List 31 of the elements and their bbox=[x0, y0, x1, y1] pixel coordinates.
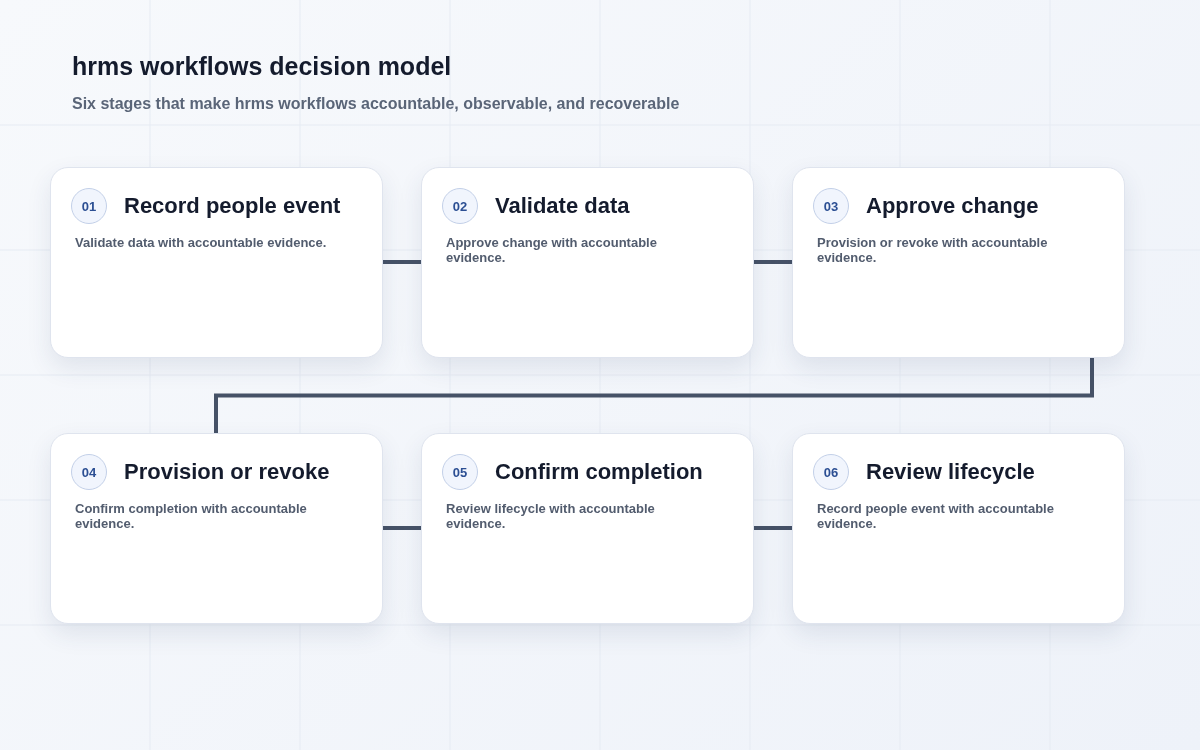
stage-description: Review lifecycle with accountable evidence. bbox=[446, 501, 656, 531]
stage-card bbox=[792, 167, 1125, 358]
step-number: 04 bbox=[71, 454, 107, 490]
stage-description: Approve change with accountable evidence. bbox=[446, 235, 658, 265]
connector-line bbox=[383, 260, 421, 264]
stage-description: Validate data with accountable evidence. bbox=[75, 235, 328, 250]
connector-line bbox=[754, 260, 792, 264]
stage-title: Review lifecycle bbox=[866, 459, 1035, 485]
step-number: 05 bbox=[442, 454, 478, 490]
connector-line bbox=[214, 358, 1094, 433]
stage-description: Confirm completion with accountable evidence. bbox=[75, 501, 308, 531]
stage-title: Provision or revoke bbox=[124, 459, 330, 485]
step-number: 02 bbox=[442, 188, 478, 224]
step-number: 01 bbox=[71, 188, 107, 224]
step-number: 06 bbox=[813, 454, 849, 490]
stage-title: Record people event bbox=[124, 193, 341, 219]
connector-line bbox=[754, 526, 792, 530]
step-number: 03 bbox=[813, 188, 849, 224]
stage-title: Approve change bbox=[866, 193, 1039, 219]
stage-description: Provision or revoke with accountable evidence. bbox=[817, 235, 1049, 265]
stage-title: Confirm completion bbox=[495, 459, 703, 485]
stage-card bbox=[421, 167, 754, 358]
stage-description: Record people event with accountable evidence. bbox=[817, 501, 1055, 531]
stage-card bbox=[792, 433, 1125, 624]
stage-title: Validate data bbox=[495, 193, 630, 219]
diagram-subtitle: Six stages that make hrms workflows accountable, observable, and recoverable bbox=[72, 95, 680, 113]
stage-card bbox=[421, 433, 754, 624]
connector-line bbox=[383, 526, 421, 530]
stage-card bbox=[50, 167, 383, 358]
stage-card bbox=[50, 433, 383, 624]
diagram-title: hrms workflows decision model bbox=[72, 52, 452, 81]
